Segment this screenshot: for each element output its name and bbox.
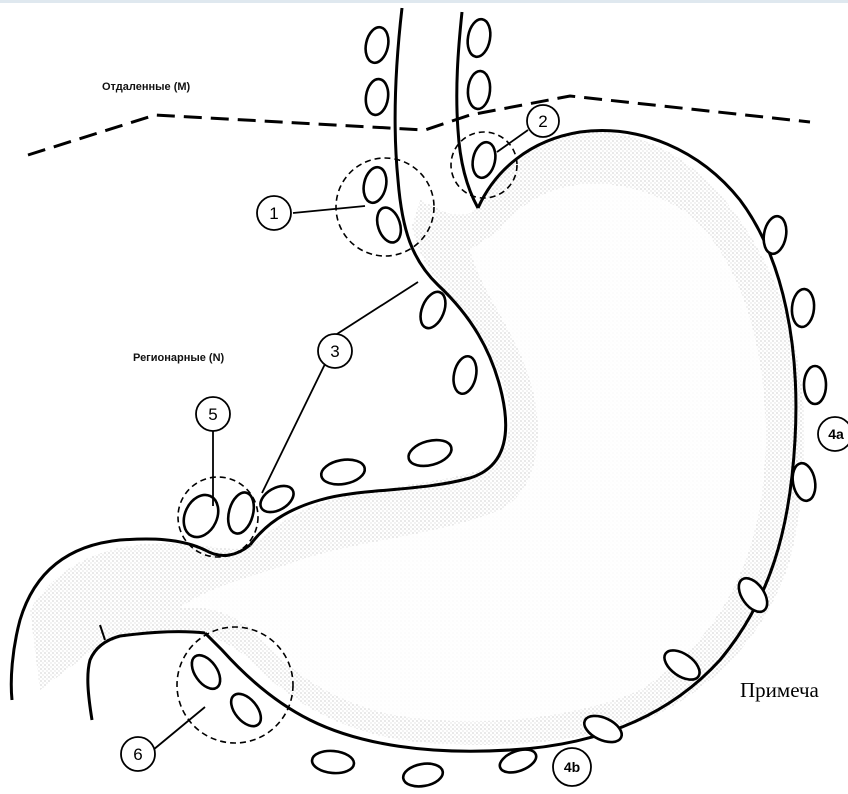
distant-boundary-dashed-line — [28, 96, 810, 155]
station-6-number: 6 — [133, 745, 142, 764]
station-3-number: 3 — [330, 342, 339, 361]
lymph-node — [761, 214, 789, 255]
lymph-node — [804, 366, 826, 404]
lymph-node — [360, 165, 389, 205]
duodenum-lower-wall — [88, 632, 205, 720]
distant-nodes-label: Отдаленные (M) — [102, 81, 191, 93]
station-4a-number: 4a — [828, 426, 844, 442]
station-2-number: 2 — [538, 112, 547, 131]
lymph-node — [177, 489, 225, 542]
lymph-node — [790, 288, 815, 328]
lymph-node — [186, 650, 226, 694]
lymph-node — [224, 490, 258, 537]
note-text: Примеча — [740, 678, 820, 702]
lymph-node — [311, 749, 355, 775]
lymph-node — [466, 70, 491, 110]
station-1-number: 1 — [269, 204, 278, 223]
lymph-node — [469, 140, 498, 180]
lymph-node — [406, 436, 455, 471]
lymph-node — [373, 204, 405, 245]
lymph-node — [416, 288, 451, 331]
lymph-node — [465, 17, 493, 58]
lymph-node — [450, 354, 479, 396]
lymph-node — [225, 688, 266, 731]
lymph-node — [401, 761, 444, 790]
lymph-node — [364, 78, 391, 117]
top-frame-edge — [0, 0, 848, 3]
lymph-node — [362, 25, 391, 65]
regional-nodes-label: Регионарные (N) — [133, 352, 225, 364]
station-5-number: 5 — [208, 405, 217, 424]
lymph-node — [319, 456, 366, 487]
station-4b-number: 4b — [564, 759, 580, 775]
